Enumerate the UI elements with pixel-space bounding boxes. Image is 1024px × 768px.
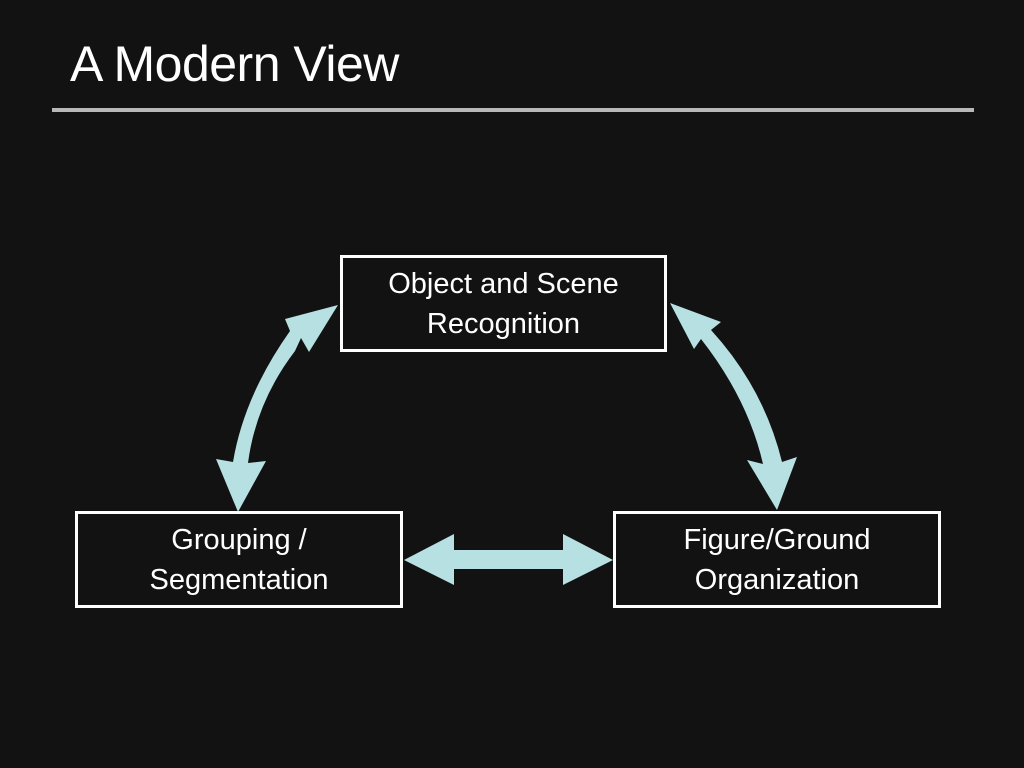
- node-label: Object and Scene Recognition: [388, 267, 619, 340]
- node-object-scene-recognition: Object and Scene Recognition: [340, 255, 667, 352]
- node-label: Grouping / Segmentation: [149, 523, 329, 596]
- arrow-recognition-figure-ground: [670, 303, 797, 510]
- node-label: Figure/Ground Organization: [683, 523, 871, 596]
- node-figure-ground-organization: Figure/Ground Organization: [613, 511, 941, 608]
- arrow-recognition-grouping: [216, 305, 338, 512]
- slide-title: A Modern View: [70, 36, 399, 92]
- node-grouping-segmentation: Grouping / Segmentation: [75, 511, 403, 608]
- title-divider: [52, 108, 974, 112]
- arrow-grouping-figure-ground: [404, 534, 613, 585]
